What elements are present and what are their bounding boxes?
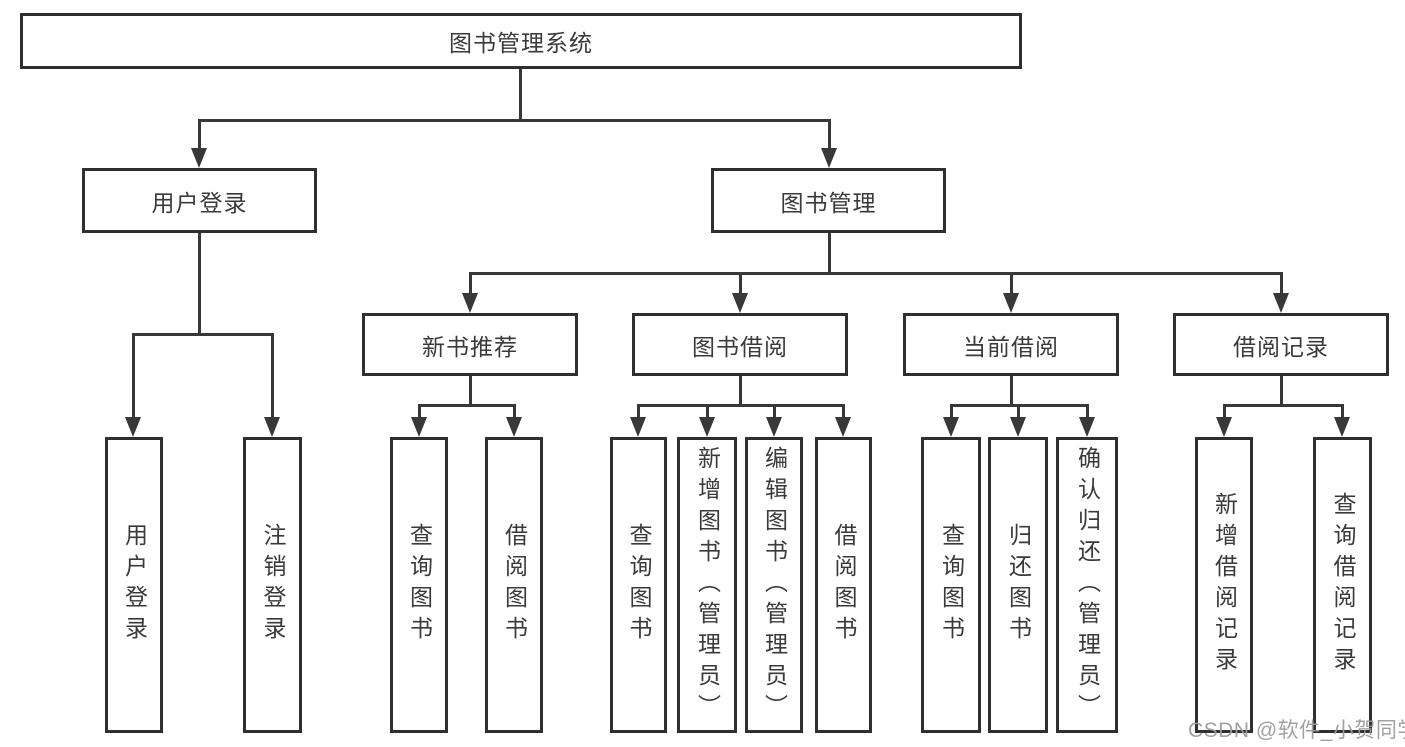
leaf-return-books: 归还图书 bbox=[988, 437, 1048, 733]
arrow-down-user-login bbox=[191, 148, 207, 168]
arrow-down-return-books bbox=[1010, 417, 1026, 437]
node-user-login: 用户登录 bbox=[82, 168, 317, 233]
connector-level3-rail bbox=[469, 272, 1283, 275]
csdn-watermark: CSDN @软件_小贺同学 bbox=[1188, 719, 1405, 742]
arrow-down-edit-books-admin bbox=[766, 417, 782, 437]
leaf-add-books-admin: 新增图书（管理员） bbox=[677, 437, 737, 733]
leaf-add-books-admin-label: 新增图书（管理员） bbox=[694, 445, 721, 725]
node-book-borrow: 图书借阅 bbox=[632, 313, 848, 376]
node-book-management-label: 图书管理 bbox=[780, 189, 877, 216]
connector-drop-confirm-return bbox=[1086, 404, 1089, 419]
arrow-down-new-book-recommend bbox=[462, 293, 478, 313]
leaf-query-borrow-record: 查询借阅记录 bbox=[1313, 437, 1372, 733]
arrow-down-confirm-return bbox=[1079, 417, 1095, 437]
node-book-management: 图书管理 bbox=[711, 168, 946, 233]
arrow-down-current-borrow bbox=[1003, 293, 1019, 313]
connector-drop-borrow-books bbox=[842, 404, 845, 419]
connector-drop-user-login bbox=[198, 119, 201, 150]
connector-drop-query-borrow-record bbox=[1341, 404, 1344, 419]
leaf-edit-books-admin-label: 编辑图书（管理员） bbox=[761, 445, 788, 725]
arrow-down-add-borrow-record bbox=[1216, 417, 1232, 437]
leaf-user-login-label: 用户登录 bbox=[121, 523, 148, 647]
node-borrow-records: 借阅记录 bbox=[1173, 313, 1389, 376]
leaf-confirm-return-admin: 确认归还（管理员） bbox=[1056, 437, 1118, 733]
connector-drop-query-books-current bbox=[950, 404, 953, 419]
connector-drop-edit-books-admin bbox=[773, 404, 776, 419]
connector-book-borrow-stem bbox=[739, 376, 742, 407]
connector-drop-leaf-user-login bbox=[132, 333, 135, 417]
leaf-borrow-books-recommend: 借阅图书 bbox=[485, 437, 543, 733]
leaf-borrow-books-recommend-label: 借阅图书 bbox=[501, 523, 528, 647]
leaf-query-books-current-label: 查询图书 bbox=[938, 523, 965, 647]
node-root: 图书管理系统 bbox=[20, 13, 1022, 69]
node-current-borrow-label: 当前借阅 bbox=[963, 333, 1059, 360]
leaf-confirm-return-admin-label: 确认归还（管理员） bbox=[1074, 445, 1101, 725]
connector-new-book-recommend-rail bbox=[418, 404, 516, 407]
connector-drop-add-books-admin bbox=[706, 404, 709, 419]
connector-drop-return-books bbox=[1017, 404, 1020, 419]
node-book-borrow-label: 图书借阅 bbox=[692, 333, 788, 360]
connector-current-borrow-stem bbox=[1010, 376, 1013, 407]
leaf-logout-label: 注销登录 bbox=[260, 523, 286, 647]
node-root-label: 图书管理系统 bbox=[449, 30, 593, 56]
leaf-edit-books-admin: 编辑图书（管理员） bbox=[745, 437, 803, 733]
connector-drop-leaf-logout bbox=[271, 333, 274, 417]
leaf-query-books-recommend-label: 查询图书 bbox=[406, 523, 433, 647]
node-current-borrow: 当前借阅 bbox=[903, 313, 1119, 376]
leaf-logout: 注销登录 bbox=[243, 437, 302, 733]
leaf-borrow-books: 借阅图书 bbox=[815, 437, 872, 733]
connector-drop-query-books-recommend bbox=[418, 404, 421, 419]
connector-drop-book-borrow bbox=[739, 272, 742, 295]
node-new-book-recommend-label: 新书推荐 bbox=[422, 333, 518, 360]
connector-drop-book-management bbox=[828, 119, 831, 150]
connector-level2-rail bbox=[198, 119, 831, 122]
leaf-query-books-recommend: 查询图书 bbox=[390, 437, 448, 733]
leaf-user-login: 用户登录 bbox=[105, 437, 163, 733]
arrow-down-borrow-books bbox=[835, 417, 851, 437]
leaf-query-books-current: 查询图书 bbox=[921, 437, 981, 733]
connector-drop-new-book-recommend bbox=[469, 272, 472, 295]
leaf-query-borrow-record-label: 查询借阅记录 bbox=[1330, 492, 1356, 678]
connector-root-stem bbox=[519, 69, 522, 122]
connector-borrow-records-rail bbox=[1223, 404, 1344, 407]
arrow-down-leaf-logout bbox=[264, 417, 280, 437]
leaf-add-borrow-record-label: 新增借阅记录 bbox=[1211, 492, 1238, 678]
node-user-login-label: 用户登录 bbox=[151, 189, 248, 216]
arrow-down-query-books-borrow bbox=[630, 417, 646, 437]
connector-drop-add-borrow-record bbox=[1223, 404, 1226, 419]
leaf-return-books-label: 归还图书 bbox=[1005, 523, 1032, 647]
arrow-down-add-books-admin bbox=[699, 417, 715, 437]
arrow-down-book-management bbox=[821, 148, 837, 168]
arrow-down-book-borrow bbox=[732, 293, 748, 313]
connector-drop-borrow-records bbox=[1280, 272, 1283, 295]
arrow-down-query-books-recommend bbox=[411, 417, 427, 437]
connector-drop-query-books-borrow bbox=[637, 404, 640, 419]
connector-book-management-stem bbox=[828, 233, 831, 275]
connector-new-book-recommend-stem bbox=[469, 376, 472, 407]
connector-user-login-rail bbox=[132, 333, 274, 336]
connector-book-borrow-rail bbox=[637, 404, 845, 407]
connector-drop-current-borrow bbox=[1010, 272, 1013, 295]
arrow-down-query-borrow-record bbox=[1334, 417, 1350, 437]
connector-user-login-stem bbox=[198, 233, 201, 335]
node-borrow-records-label: 借阅记录 bbox=[1233, 333, 1329, 360]
leaf-query-books-borrow: 查询图书 bbox=[610, 437, 667, 733]
arrow-down-borrow-records bbox=[1273, 293, 1289, 313]
leaf-add-borrow-record: 新增借阅记录 bbox=[1195, 437, 1253, 733]
leaf-borrow-books-label: 借阅图书 bbox=[831, 523, 857, 647]
connector-borrow-records-stem bbox=[1280, 376, 1283, 407]
node-new-book-recommend: 新书推荐 bbox=[362, 313, 578, 376]
arrow-down-leaf-user-login bbox=[125, 417, 141, 437]
arrow-down-query-books-current bbox=[943, 417, 959, 437]
arrow-down-borrow-books-recommend bbox=[506, 417, 522, 437]
connector-drop-borrow-books-recommend bbox=[513, 404, 516, 419]
leaf-query-books-borrow-label: 查询图书 bbox=[626, 523, 652, 647]
